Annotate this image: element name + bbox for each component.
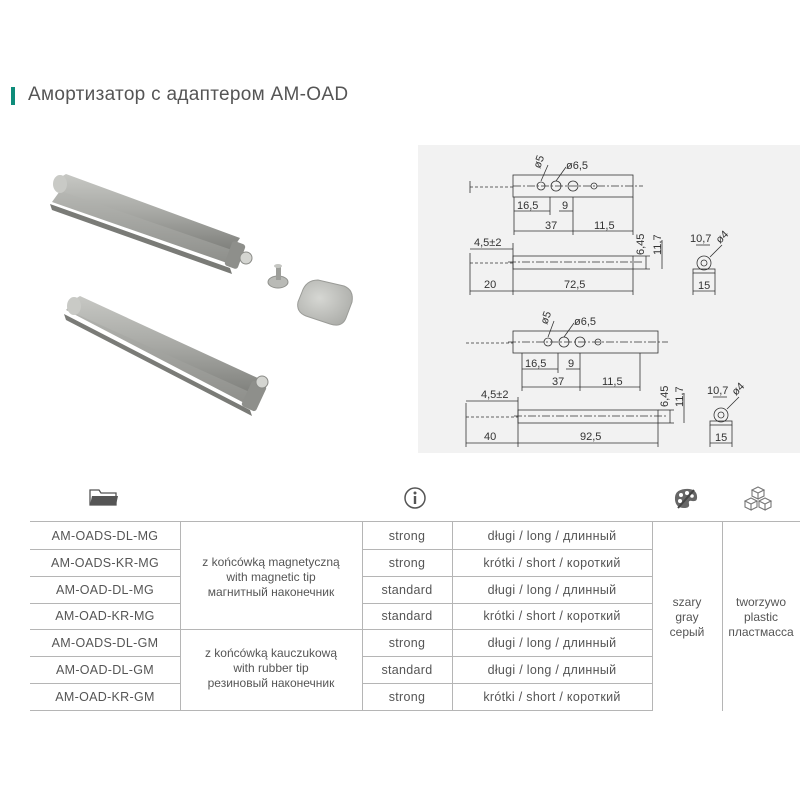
dim-bottom-92-5: 92,5 xyxy=(580,431,601,443)
magnetic-tip-ru: магнитный наконечник xyxy=(207,585,335,599)
dim-bottom-10-7: 10,7 xyxy=(707,385,728,397)
dim-bottom-6-45: 6,45 xyxy=(659,386,671,407)
material-cell: tworzywo plastic пластмасса xyxy=(722,595,800,640)
table-vline xyxy=(652,521,653,711)
product-code: AM-OADS-KR-MG xyxy=(50,556,160,570)
cubes-icon xyxy=(743,486,773,517)
dim-bottom-9: 9 xyxy=(568,358,574,370)
product-photo xyxy=(40,160,400,430)
length-cell: długi / long / длинный xyxy=(487,663,617,677)
table-bottom-rule xyxy=(30,710,652,711)
magnetic-tip-description: z końcówką magnetyczną with magnetic tip… xyxy=(180,555,362,600)
table-vline xyxy=(722,521,723,711)
row-rule xyxy=(30,603,180,604)
color-cell: szary gray серый xyxy=(652,595,722,640)
dim-top-diam-6-5: ø6,5 xyxy=(566,160,588,172)
magnetic-tip-pl: z końcówką magnetyczną xyxy=(202,555,340,569)
length-cell: długi / long / длинный xyxy=(487,636,617,650)
dim-bottom-37: 37 xyxy=(552,376,564,388)
row-rule xyxy=(30,549,180,550)
strength-cell: standard xyxy=(381,609,433,623)
dim-top-11-7: 11,7 xyxy=(652,234,664,255)
technical-drawing: ø5 ø6,5 16,5 9 37 11,5 4,5±2 6,45 11,7 2… xyxy=(418,145,800,453)
product-code: AM-OAD-KR-GM xyxy=(55,690,155,704)
info-icon xyxy=(403,486,427,515)
rubber-tip-ru: резиновый наконечник xyxy=(207,676,335,690)
dim-top-diam-4: ø4 xyxy=(714,229,732,247)
strength-cell: strong xyxy=(388,690,426,704)
page-title: Амортизатор с адаптером AM-OAD xyxy=(28,84,349,105)
material-en: plastic xyxy=(743,610,778,624)
dim-top-9: 9 xyxy=(562,200,568,212)
strength-cell: standard xyxy=(381,663,433,677)
dim-bottom-11-5: 11,5 xyxy=(602,376,623,388)
product-code: AM-OADS-DL-MG xyxy=(51,529,159,543)
strength-cell: standard xyxy=(381,583,433,597)
length-cell: długi / long / длинный xyxy=(487,583,617,597)
dim-top-72-5: 72,5 xyxy=(564,279,585,291)
damper-long xyxy=(50,174,253,274)
dim-bottom-diam-6-5: ø6,5 xyxy=(574,316,596,328)
dim-top-6-45: 6,45 xyxy=(635,234,647,255)
rubber-tip-description: z końcówką kauczukową with rubber tip ре… xyxy=(180,646,362,691)
folder-icon xyxy=(89,487,119,512)
dim-top-11-5: 11,5 xyxy=(594,220,615,232)
product-code: AM-OAD-DL-MG xyxy=(55,583,155,597)
dim-bottom-stroke: 4,5±2 xyxy=(481,389,508,401)
group-rule xyxy=(30,629,652,630)
product-code: AM-OAD-KR-MG xyxy=(55,609,155,623)
dim-top-20: 20 xyxy=(484,279,496,291)
material-ru: пластмасса xyxy=(728,625,794,639)
row-rule xyxy=(30,576,180,577)
dim-bottom-diam-5: ø5 xyxy=(539,310,555,326)
dim-bottom-11-7: 11,7 xyxy=(674,386,686,407)
palette-icon xyxy=(672,486,700,515)
color-ru: серый xyxy=(669,625,705,639)
table-vline xyxy=(362,521,363,711)
row-rule xyxy=(30,683,180,684)
length-cell: krótki / short / короткий xyxy=(483,609,621,623)
product-code: AM-OAD-DL-GM xyxy=(55,663,155,677)
product-code: AM-OADS-DL-GM xyxy=(51,636,159,650)
dim-bottom-15: 15 xyxy=(715,432,727,444)
table-vline xyxy=(452,521,453,711)
row-rule xyxy=(362,683,652,684)
row-rule xyxy=(362,576,652,577)
title-accent-bar xyxy=(11,87,15,105)
damper-short xyxy=(64,296,269,416)
length-cell: długi / long / длинный xyxy=(487,529,617,543)
strength-cell: strong xyxy=(388,556,426,570)
dim-top-10-7: 10,7 xyxy=(690,233,711,245)
row-rule xyxy=(362,549,652,550)
dim-top-stroke: 4,5±2 xyxy=(474,237,501,249)
dim-top-diam-5: ø5 xyxy=(532,154,548,170)
dim-top-37: 37 xyxy=(545,220,557,232)
row-rule xyxy=(30,656,180,657)
material-pl: tworzywo xyxy=(735,595,786,609)
rubber-tip-pl: z końcówką kauczukową xyxy=(204,646,338,660)
strength-cell: strong xyxy=(388,636,426,650)
adapter-pad xyxy=(297,279,353,326)
dim-bottom-diam-4: ø4 xyxy=(730,381,748,399)
length-cell: krótki / short / короткий xyxy=(483,556,621,570)
dim-bottom-16-5: 16,5 xyxy=(525,358,546,370)
row-rule xyxy=(362,603,652,604)
length-cell: krótki / short / короткий xyxy=(483,690,621,704)
color-en: gray xyxy=(675,610,699,624)
adapter-screw xyxy=(267,264,289,289)
table-top-rule xyxy=(30,521,800,522)
color-pl: szary xyxy=(672,595,702,609)
strength-cell: strong xyxy=(388,529,426,543)
dim-top-16-5: 16,5 xyxy=(517,200,538,212)
dim-bottom-40: 40 xyxy=(484,431,496,443)
rubber-tip-en: with rubber tip xyxy=(233,661,309,675)
row-rule xyxy=(362,656,652,657)
table-vline xyxy=(180,521,181,711)
magnetic-tip-en: with magnetic tip xyxy=(226,570,316,584)
dim-top-15: 15 xyxy=(698,280,710,292)
